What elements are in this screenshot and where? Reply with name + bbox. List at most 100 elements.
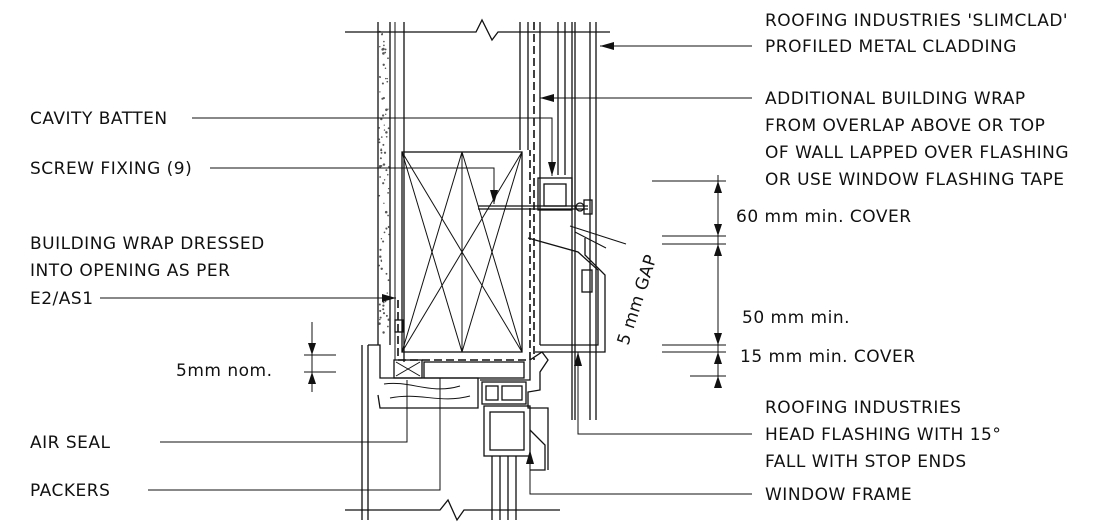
hatch-speck [385, 169, 388, 172]
label-cladding-line-1: ROOFING INDUSTRIES 'SLIMCLAD' [765, 11, 1068, 31]
hatch-speck [384, 51, 387, 54]
nom-dimension [304, 322, 336, 392]
label-additional-wrap-line-3: OF WALL LAPPED OVER FLASHING [765, 143, 1069, 163]
hatch-speck [383, 202, 385, 204]
hatch-speck [386, 77, 388, 80]
head-packer-area [393, 359, 525, 379]
hatch-speck [380, 148, 382, 150]
hatch-speck [380, 151, 383, 154]
plasterboard-hatch [378, 30, 391, 334]
hatch-speck [382, 63, 385, 66]
hatch-speck [380, 136, 383, 138]
label-head-flashing-line-1: ROOFING INDUSTRIES [765, 398, 961, 418]
hatch-speck [388, 233, 390, 236]
head-flashing [527, 237, 606, 353]
hatch-speck [385, 314, 388, 317]
hatch-speck [385, 131, 388, 134]
hatch-speck [382, 240, 385, 243]
reveal-liner [361, 344, 479, 520]
hatch-speck [383, 151, 387, 154]
hatch-speck [379, 248, 382, 251]
hatch-speck [386, 80, 389, 83]
hatch-speck [384, 67, 387, 70]
hatch-speck [382, 47, 385, 51]
lintel-timber [401, 151, 523, 353]
hatch-speck [380, 149, 383, 152]
hatch-speck [383, 124, 385, 126]
hatch-speck [380, 267, 383, 270]
hatch-speck [383, 40, 385, 43]
label-head-flashing-line-3: FALL WITH STOP ENDS [765, 452, 967, 472]
hatch-speck [384, 113, 387, 116]
hatch-speck [384, 300, 387, 303]
break-line-bottom [345, 498, 560, 522]
label-cover-60: 60 mm min. COVER [736, 207, 912, 227]
hatch-speck [383, 179, 386, 181]
label-screw-fixing: SCREW FIXING (9) [30, 159, 192, 179]
wrap-around-opening [394, 150, 531, 361]
hatch-speck [378, 138, 381, 141]
gap-dimension [569, 225, 627, 249]
label-building-wrap-line-2: INTO OPENING AS PER [30, 261, 230, 281]
hatch-speck [382, 182, 385, 185]
hatch-speck [380, 259, 383, 262]
hatch-speck [383, 129, 386, 131]
hatch-speck [387, 57, 389, 60]
label-building-wrap-line-3: E2/AS1 [30, 289, 94, 309]
hatch-speck [387, 225, 391, 229]
hatch-speck [385, 108, 388, 112]
hatch-speck [379, 318, 381, 321]
vertical-dimension-line [652, 175, 726, 388]
label-cladding-line-2: PROFILED METAL CLADDING [765, 37, 1017, 57]
hatch-speck [378, 165, 382, 168]
window-frame-extrusion [480, 351, 549, 520]
hatch-speck [382, 312, 386, 315]
hatch-speck [387, 173, 389, 176]
hatch-speck [382, 52, 385, 55]
cavity-and-cladding-lines [519, 22, 597, 420]
label-cover-15: 15 mm min. COVER [740, 347, 916, 367]
hatch-speck [387, 318, 390, 321]
hatch-speck [378, 127, 381, 129]
hatch-speck [384, 210, 388, 214]
label-building-wrap-line-1: BUILDING WRAP DRESSED [30, 234, 265, 254]
label-min-50: 50 mm min. [742, 308, 850, 328]
label-window-frame: WINDOW FRAME [765, 485, 912, 505]
hatch-speck [383, 231, 386, 234]
label-additional-wrap-line-1: ADDITIONAL BUILDING WRAP [765, 89, 1026, 109]
hatch-speck [385, 77, 387, 80]
hatch-speck [385, 227, 387, 230]
hatch-speck [380, 117, 383, 121]
hatch-speck [378, 322, 381, 325]
hatch-speck [383, 44, 385, 47]
hatch-speck [381, 114, 385, 117]
break-line-top [345, 18, 610, 42]
hatch-speck [382, 301, 385, 304]
hatch-speck [387, 127, 390, 130]
label-additional-wrap-line-2: FROM OVERLAP ABOVE OR TOP [765, 116, 1045, 136]
hatch-speck [387, 187, 390, 190]
hatch-speck [387, 214, 389, 217]
hatch-speck [379, 91, 381, 93]
hatch-speck [385, 272, 388, 275]
hatch-speck [382, 143, 385, 146]
hatch-speck [387, 192, 389, 194]
label-cavity-batten: CAVITY BATTEN [30, 109, 168, 129]
hatch-speck [378, 264, 381, 267]
hatch-speck [381, 33, 383, 35]
hatch-speck [382, 163, 385, 166]
label-gap-5: 5 mm GAP [614, 252, 662, 347]
hatch-speck [387, 108, 389, 110]
hatch-speck [387, 279, 390, 282]
hatch-speck [387, 325, 389, 328]
label-nom-5: 5mm nom. [176, 361, 272, 381]
hatch-speck [382, 97, 385, 100]
hatch-speck [380, 237, 383, 240]
hatch-speck [382, 308, 385, 311]
leader-lines [100, 42, 752, 495]
hatch-speck [379, 157, 382, 160]
screw-fixing [478, 177, 593, 215]
hatch-speck [384, 48, 387, 51]
hatch-speck [378, 141, 381, 144]
